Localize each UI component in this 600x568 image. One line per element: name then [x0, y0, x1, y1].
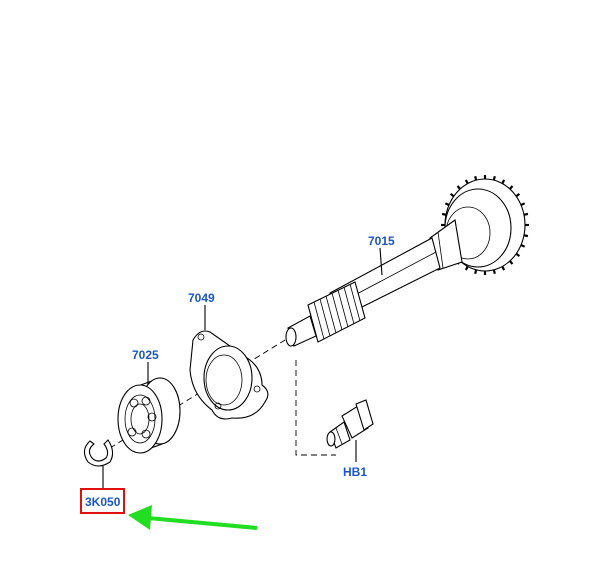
gear-tooth [464, 265, 469, 271]
label-3k050[interactable]: 3K050 [85, 495, 121, 509]
gear-tooth [509, 260, 514, 265]
gear-tooth [492, 269, 496, 274]
main-shaft-7015[interactable] [285, 175, 529, 347]
gear-teeth [441, 175, 529, 275]
bolt-hb1[interactable] [326, 399, 374, 449]
gear-tooth [456, 185, 461, 190]
gear-tooth [520, 243, 526, 248]
spline-grooves [313, 283, 361, 340]
label-7025[interactable]: 7025 [132, 348, 159, 362]
gear-tooth [523, 234, 529, 238]
label-7015[interactable]: 7015 [368, 234, 395, 248]
label-7049[interactable]: 7049 [188, 291, 215, 305]
gear-tooth [474, 269, 478, 274]
gear-tooth [501, 179, 506, 185]
bearing-7025[interactable] [117, 377, 181, 454]
gear-tooth [520, 202, 526, 207]
gear-tooth [515, 252, 521, 258]
label-hb1[interactable]: HB1 [343, 465, 367, 479]
retainer-plate-7049[interactable] [189, 330, 269, 420]
gear-tooth [515, 192, 521, 198]
gear-tooth [474, 176, 478, 181]
gear-tooth [444, 202, 450, 207]
snap-ring-3k050[interactable] [83, 439, 114, 467]
pointer-arrow [128, 505, 258, 530]
leader-lines [102, 247, 383, 490]
gear-tooth [523, 212, 529, 216]
highlight-box [80, 488, 125, 514]
gear-tooth [441, 212, 447, 216]
gear-tooth [464, 179, 469, 185]
gear-tooth [509, 185, 514, 190]
gear-tooth [492, 176, 496, 181]
gear-tooth [501, 265, 506, 271]
gear-tooth [449, 192, 455, 198]
